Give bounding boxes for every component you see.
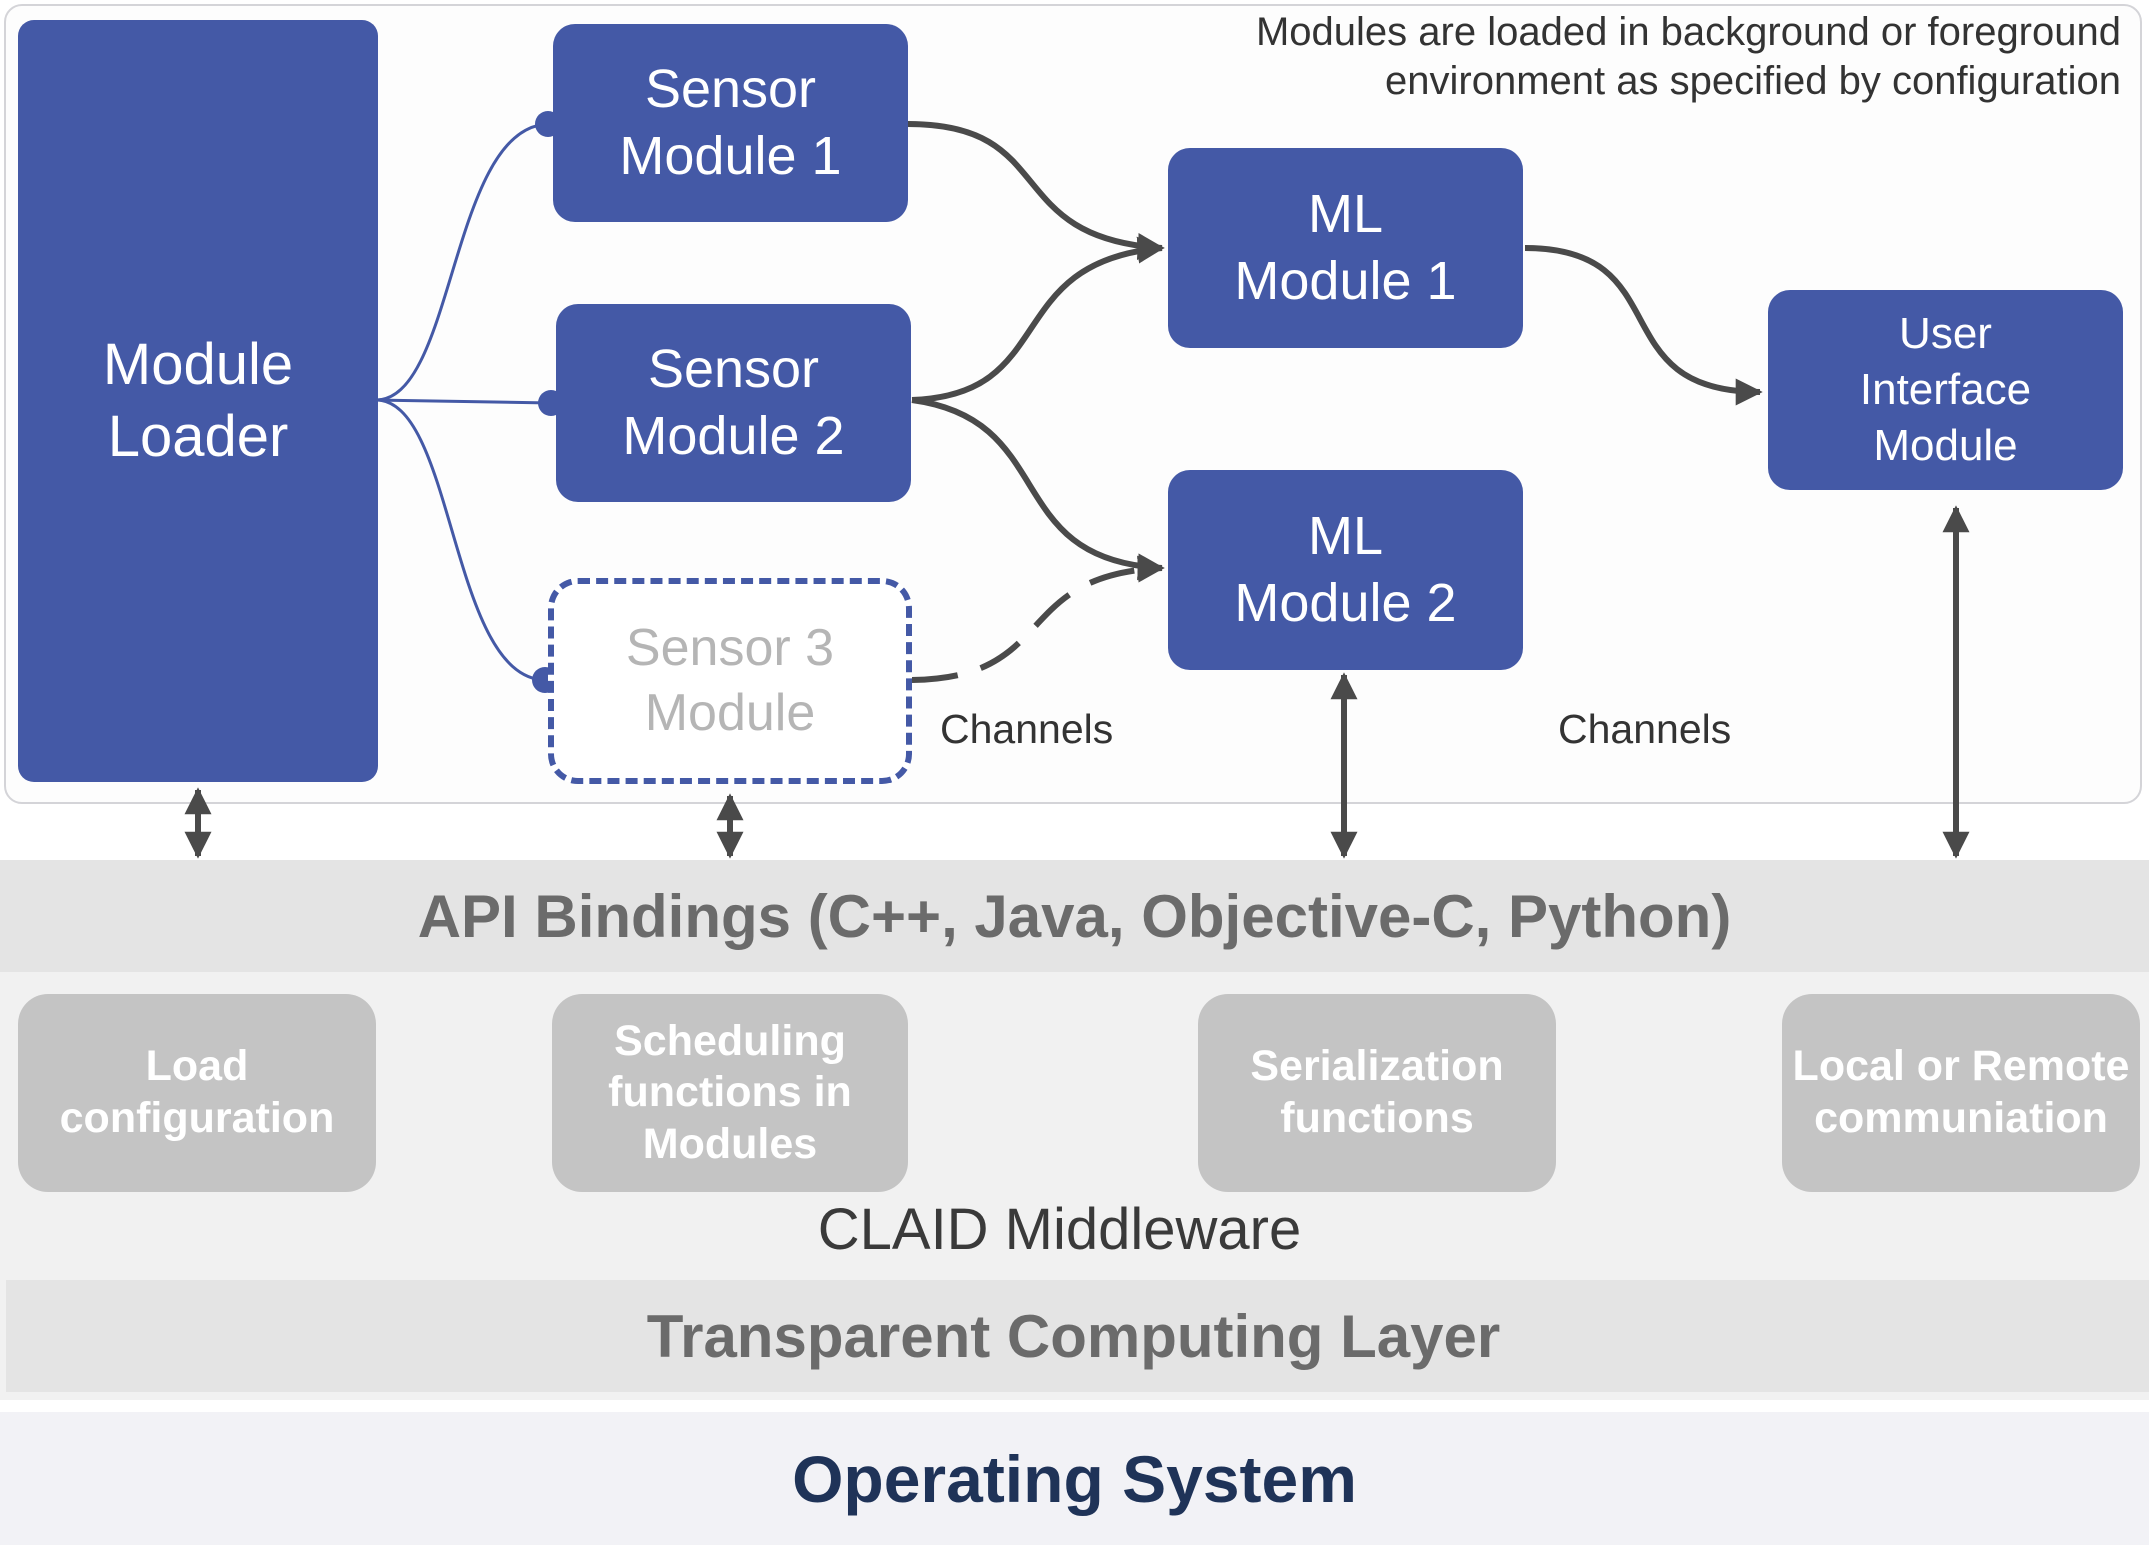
sensor2-to-ml1-channel: [911, 236, 1165, 403]
ml-module-1-line-1: ML: [1307, 183, 1383, 244]
sensor-module-1-line-2: Module 1: [619, 126, 842, 186]
operating-system-label: Operating System: [792, 1441, 1357, 1516]
environment-note-line-1: Modules are loaded in background or fore…: [1255, 10, 2121, 54]
loader-to-sensor1-link: [375, 122, 549, 402]
sensor-module-2: Sensor Module 2: [556, 304, 911, 502]
sensor-module-2-line-2: Module 2: [622, 406, 845, 466]
module-loader: Module Loader: [18, 20, 378, 782]
module-loader-line-2: Loader: [107, 404, 289, 469]
communication-line-2: communiation: [1814, 1094, 2108, 1142]
sensor-module-2-line-1: Sensor: [647, 338, 820, 399]
sensor-module-1-line-1: Sensor: [644, 58, 817, 119]
transparent-computing-layer-label: Transparent Computing Layer: [646, 1302, 1501, 1370]
api-bindings-label: API Bindings (C++, Java, Objective-C, Py…: [417, 882, 1732, 950]
claid-middleware-label: CLAID Middleware: [817, 1197, 1302, 1262]
channels-label-left: Channels: [940, 706, 1114, 752]
scheduling-functions-line-2: functions in: [608, 1068, 852, 1117]
load-configuration-box: Load configuration: [18, 994, 376, 1192]
sensor-module-3-optional: Sensor 3 Module: [548, 578, 912, 784]
loader-to-sensor3-link: [375, 398, 546, 682]
serialization-functions-line-1: Serialization: [1250, 1042, 1504, 1091]
load-configuration-line-2: configuration: [59, 1094, 335, 1142]
sensor-module-3-line-2: Module: [644, 684, 816, 742]
scheduling-functions-line-3: Modules: [642, 1119, 818, 1168]
ml-module-2-line-1: ML: [1307, 505, 1383, 566]
serialization-functions-box: Serialization functions: [1198, 994, 1556, 1192]
sensor-module-1: Sensor Module 1: [553, 24, 908, 222]
operating-system-band: Operating System: [0, 1412, 2149, 1545]
transparent-computing-layer-band: Transparent Computing Layer: [6, 1280, 2149, 1392]
ml-module-2: ML Module 2: [1168, 470, 1523, 670]
ml-module-2-line-2: Module 2: [1234, 573, 1457, 633]
ml-module-1: ML Module 1: [1168, 148, 1523, 348]
serialization-functions-line-2: functions: [1280, 1094, 1474, 1142]
sensor-module-3-line-1: Sensor 3: [625, 619, 835, 677]
sensor1-to-ml1-channel: [907, 121, 1165, 260]
ml-module-1-line-2: Module 1: [1234, 251, 1457, 311]
user-interface-module-line-3: Module: [1873, 421, 2018, 471]
environment-note-line-2: environment as specified by configuratio…: [1385, 59, 2121, 103]
channels-label-right: Channels: [1558, 706, 1732, 752]
ml1-to-ui-channel: [1524, 245, 1763, 406]
loader-to-sensor2-link: [375, 398, 552, 405]
communication-box: Local or Remote communiation: [1782, 994, 2140, 1192]
environment-note: Modules are loaded in background or fore…: [1021, 8, 2121, 106]
user-interface-module-line-2: Interface: [1859, 364, 2032, 414]
scheduling-functions-box: Scheduling functions in Modules: [552, 994, 908, 1192]
communication-line-1: Local or Remote: [1792, 1042, 2130, 1091]
sensor2-to-ml2-channel: [911, 397, 1165, 581]
sensor3-to-ml2-channel: [911, 555, 1165, 683]
api-bindings-band: API Bindings (C++, Java, Objective-C, Py…: [0, 860, 2149, 972]
load-configuration-line-1: Load: [145, 1042, 249, 1091]
user-interface-module: User Interface Module: [1768, 290, 2123, 490]
scheduling-functions-line-1: Scheduling: [614, 1016, 846, 1065]
user-interface-module-line-1: User: [1899, 308, 1992, 358]
module-loader-line-1: Module: [102, 331, 294, 397]
